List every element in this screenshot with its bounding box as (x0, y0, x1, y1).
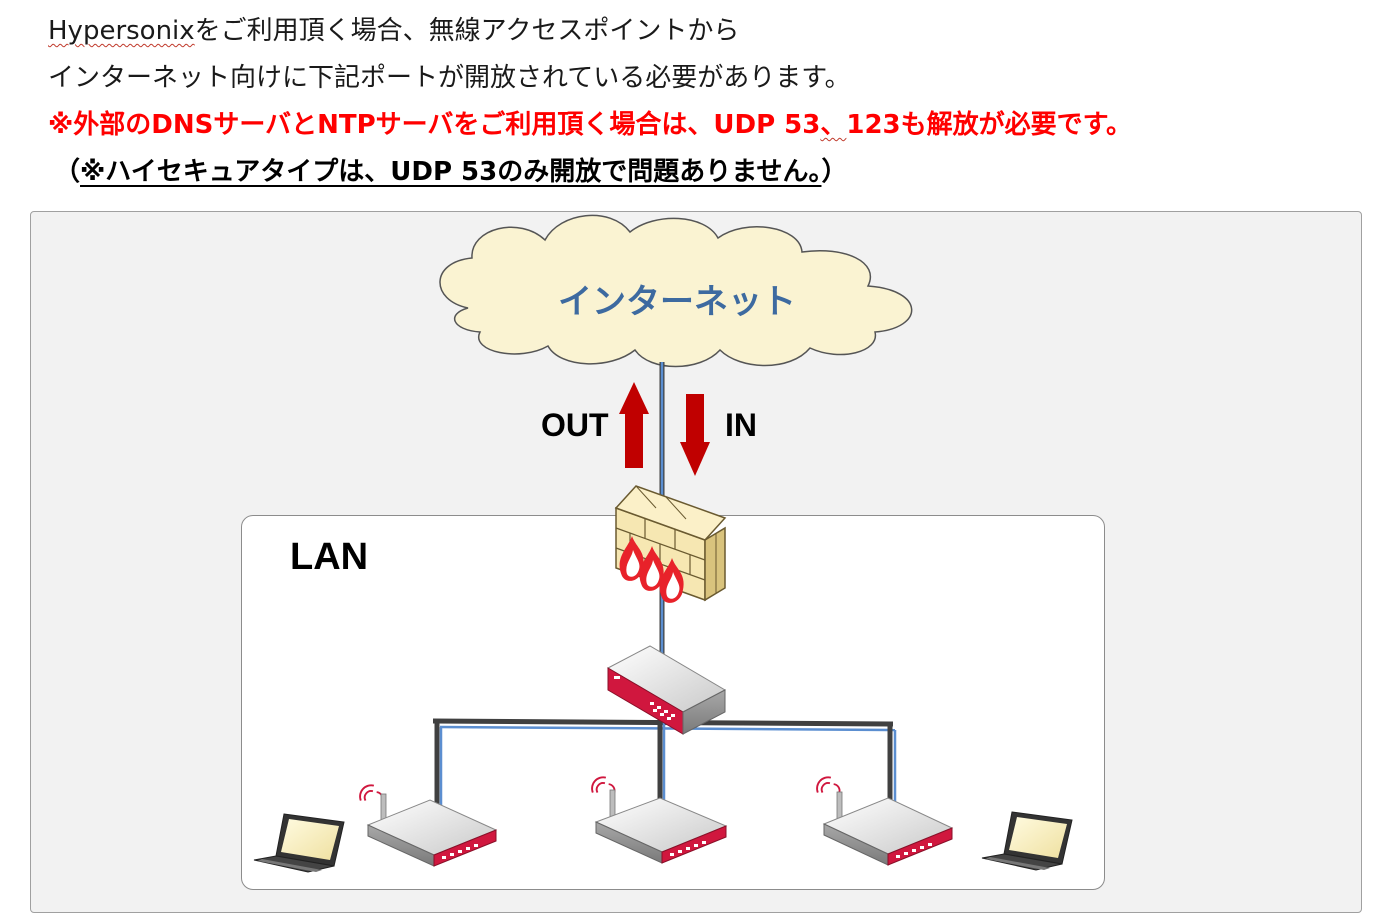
warning-text-comma: 、 (820, 110, 847, 140)
intro-line-2: インターネット向けに下記ポートが開放されている必要があります。 (48, 63, 851, 93)
laptop-icon (981, 811, 1073, 871)
access-point-icon (816, 776, 954, 866)
firewall-icon (614, 485, 727, 602)
brand-name: Hypersonix (48, 16, 195, 46)
intro-line-1: Hypersonixをご利用頂く場合、無線アクセスポイントから (48, 14, 739, 48)
laptop-icon (253, 813, 345, 873)
fire-icon (619, 536, 684, 603)
warning-line: ※外部のDNSサーバとNTPサーバをご利用頂く場合は、UDP 53、123も解放… (48, 108, 1132, 142)
access-point-icon (591, 776, 728, 864)
note-open-paren: （ (54, 157, 81, 187)
in-label: IN (725, 407, 757, 443)
high-secure-note: （※ハイセキュアタイプは、UDP 53のみ開放で問題ありません。） (54, 155, 847, 189)
warning-text-end: 123も解放が必要です。 (846, 110, 1133, 140)
out-arrow (619, 382, 649, 468)
internet-label: インターネット (558, 282, 796, 322)
router-icon (606, 645, 727, 735)
out-label: OUT (541, 407, 609, 443)
in-arrow (680, 394, 710, 476)
note-close-paren: ） (821, 157, 848, 187)
access-point-icon (359, 784, 498, 867)
intro-line-1-text: をご利用頂く場合、無線アクセスポイントから (194, 16, 740, 46)
lan-label: LAN (290, 536, 369, 578)
cloud-icon (439, 214, 913, 368)
warning-text-start: ※外部のDNSサーバとNTPサーバをご利用頂く場合は、UDP 53 (48, 110, 821, 140)
note-text: ※ハイセキュアタイプは、UDP 53のみ開放で問題ありません。 (80, 157, 822, 187)
